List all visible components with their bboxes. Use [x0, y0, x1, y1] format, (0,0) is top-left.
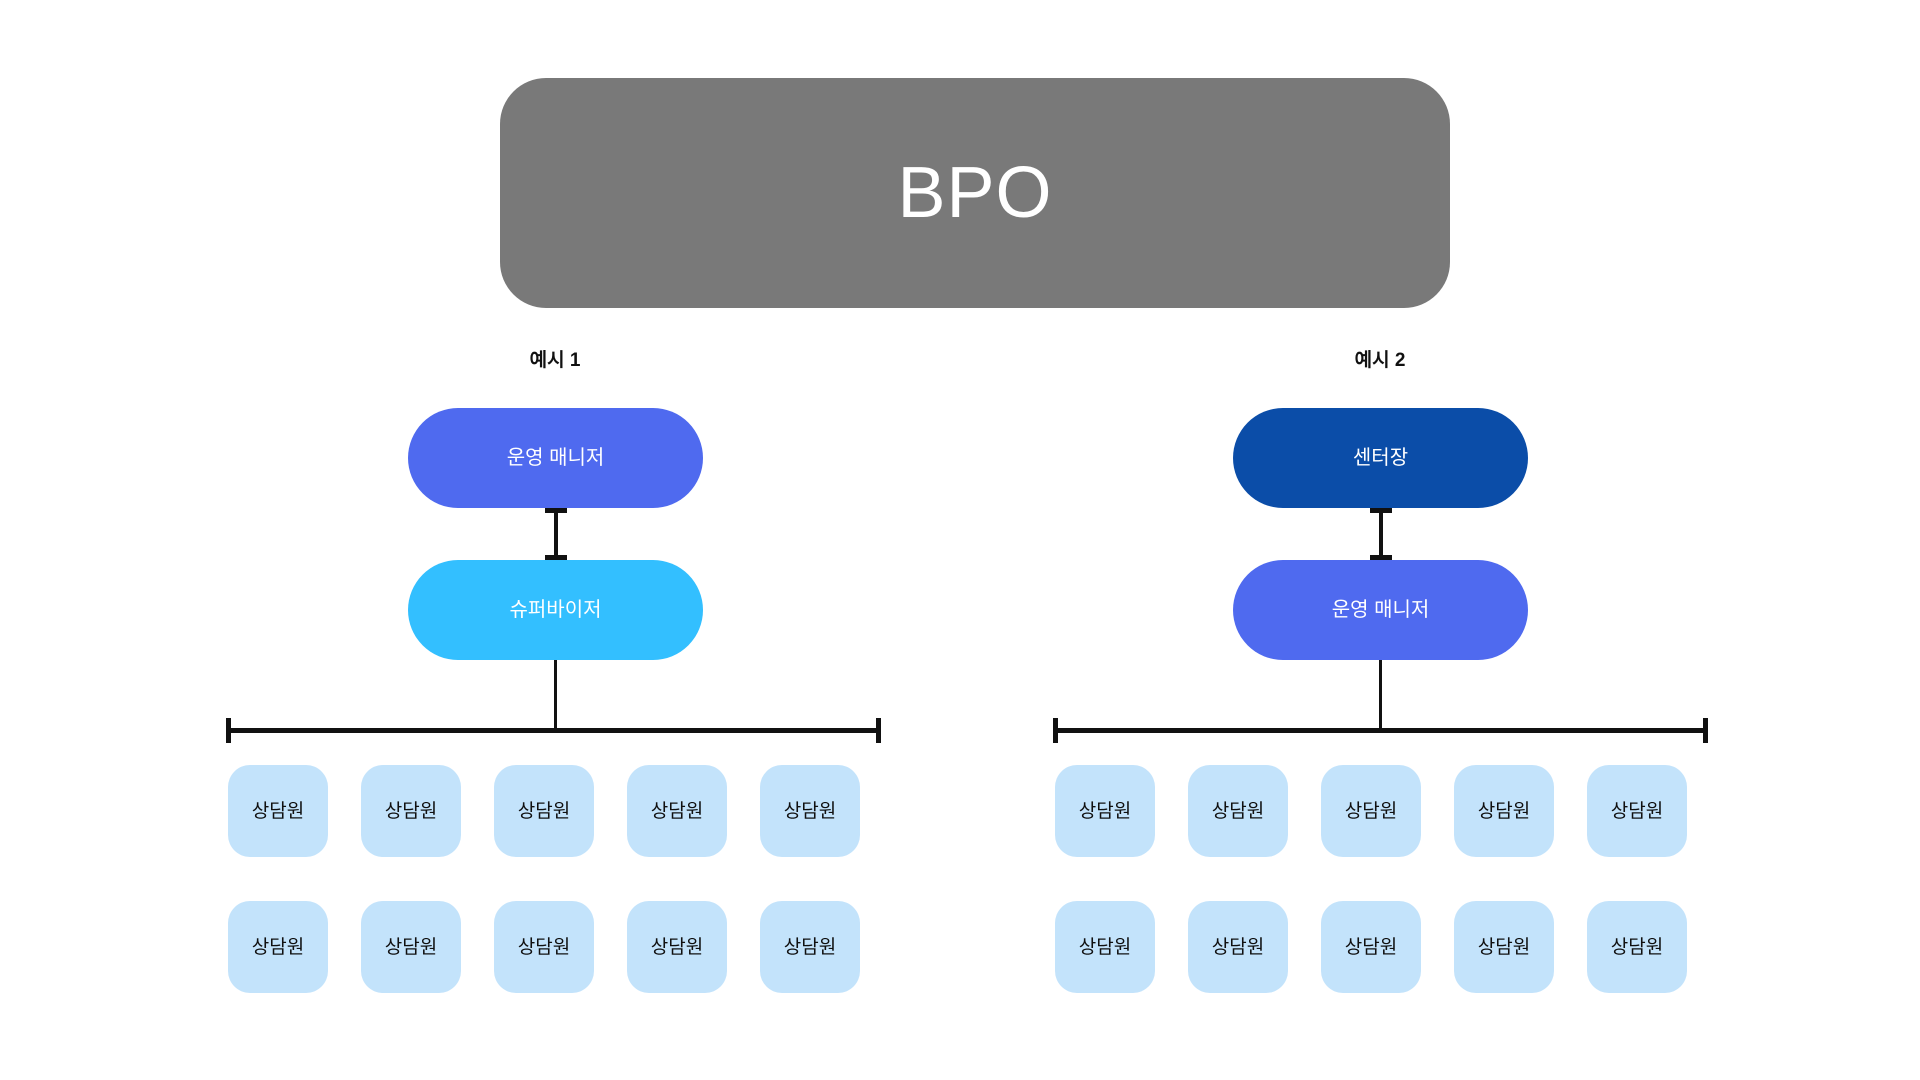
agent-label: 상담원: [1610, 800, 1664, 822]
droplink-supervisor-to-agents-col1: [554, 660, 557, 730]
agent-node[interactable]: 상담원: [627, 765, 727, 857]
agent-label: 상담원: [650, 800, 704, 822]
agent-node[interactable]: 상담원: [1587, 765, 1687, 857]
agent-node[interactable]: 상담원: [1188, 765, 1288, 857]
column-title-example-1: 예시 1: [529, 350, 581, 371]
agent-node[interactable]: 상담원: [1321, 765, 1421, 857]
bpo-root-label: BPO: [897, 153, 1053, 233]
agent-node[interactable]: 상담원: [1055, 765, 1155, 857]
agent-label: 상담원: [384, 936, 438, 958]
agent-label: 상담원: [517, 936, 571, 958]
distribution-bar-endcap-right: [1703, 718, 1708, 743]
agent-node[interactable]: 상담원: [1321, 901, 1421, 993]
node-label-supervisor-col1: 슈퍼바이저: [509, 599, 602, 621]
agent-label: 상담원: [1477, 936, 1531, 958]
agent-label: 상담원: [650, 936, 704, 958]
connector-cap-top: [545, 508, 567, 513]
connector-cap-bottom: [545, 555, 567, 560]
agent-node[interactable]: 상담원: [760, 765, 860, 857]
agent-node[interactable]: 상담원: [228, 901, 328, 993]
distribution-bar-col2: [1053, 718, 1708, 743]
node-label-operations-manager-col1: 운영 매니저: [506, 447, 605, 469]
node-center-director-col2[interactable]: 센터장: [1233, 408, 1528, 508]
agent-node[interactable]: 상담원: [1454, 765, 1554, 857]
agent-node[interactable]: 상담원: [494, 901, 594, 993]
agent-label: 상담원: [251, 800, 305, 822]
agent-node[interactable]: 상담원: [1055, 901, 1155, 993]
agent-label: 상담원: [1211, 936, 1265, 958]
droplink-manager-to-agents-col2: [1379, 660, 1382, 730]
agent-node[interactable]: 상담원: [228, 765, 328, 857]
connector-stem: [1379, 508, 1383, 560]
agent-label: 상담원: [1344, 936, 1398, 958]
connector-cap-top: [1370, 508, 1392, 513]
bpo-root-node[interactable]: BPO: [500, 78, 1450, 308]
node-supervisor-col1[interactable]: 슈퍼바이저: [408, 560, 703, 660]
agent-label: 상담원: [517, 800, 571, 822]
agent-label: 상담원: [384, 800, 438, 822]
node-label-operations-manager-col2: 운영 매니저: [1331, 599, 1430, 621]
distribution-bar-endcap-left: [226, 718, 231, 743]
connector-director-to-manager-col2: [1370, 508, 1392, 560]
connector-cap-bottom: [1370, 555, 1392, 560]
agent-label: 상담원: [1078, 936, 1132, 958]
agent-node[interactable]: 상담원: [760, 901, 860, 993]
agent-node[interactable]: 상담원: [494, 765, 594, 857]
node-operations-manager-col1[interactable]: 운영 매니저: [408, 408, 703, 508]
distribution-bar-col1: [226, 718, 881, 743]
agent-label: 상담원: [1078, 800, 1132, 822]
agent-label: 상담원: [1477, 800, 1531, 822]
agent-label: 상담원: [1610, 936, 1664, 958]
agent-label: 상담원: [1211, 800, 1265, 822]
connector-manager-to-supervisor-col1: [545, 508, 567, 560]
distribution-bar-endcap-left: [1053, 718, 1058, 743]
agent-node[interactable]: 상담원: [1587, 901, 1687, 993]
agent-node[interactable]: 상담원: [627, 901, 727, 993]
agent-node[interactable]: 상담원: [1454, 901, 1554, 993]
node-operations-manager-col2[interactable]: 운영 매니저: [1233, 560, 1528, 660]
agent-node[interactable]: 상담원: [1188, 901, 1288, 993]
distribution-bar-endcap-right: [876, 718, 881, 743]
column-title-example-2: 예시 2: [1354, 350, 1406, 371]
agent-label: 상담원: [251, 936, 305, 958]
agent-label: 상담원: [783, 800, 837, 822]
agent-label: 상담원: [783, 936, 837, 958]
agent-node[interactable]: 상담원: [361, 765, 461, 857]
agent-node[interactable]: 상담원: [361, 901, 461, 993]
node-label-center-director-col2: 센터장: [1352, 447, 1409, 469]
connector-stem: [554, 508, 558, 560]
agent-label: 상담원: [1344, 800, 1398, 822]
